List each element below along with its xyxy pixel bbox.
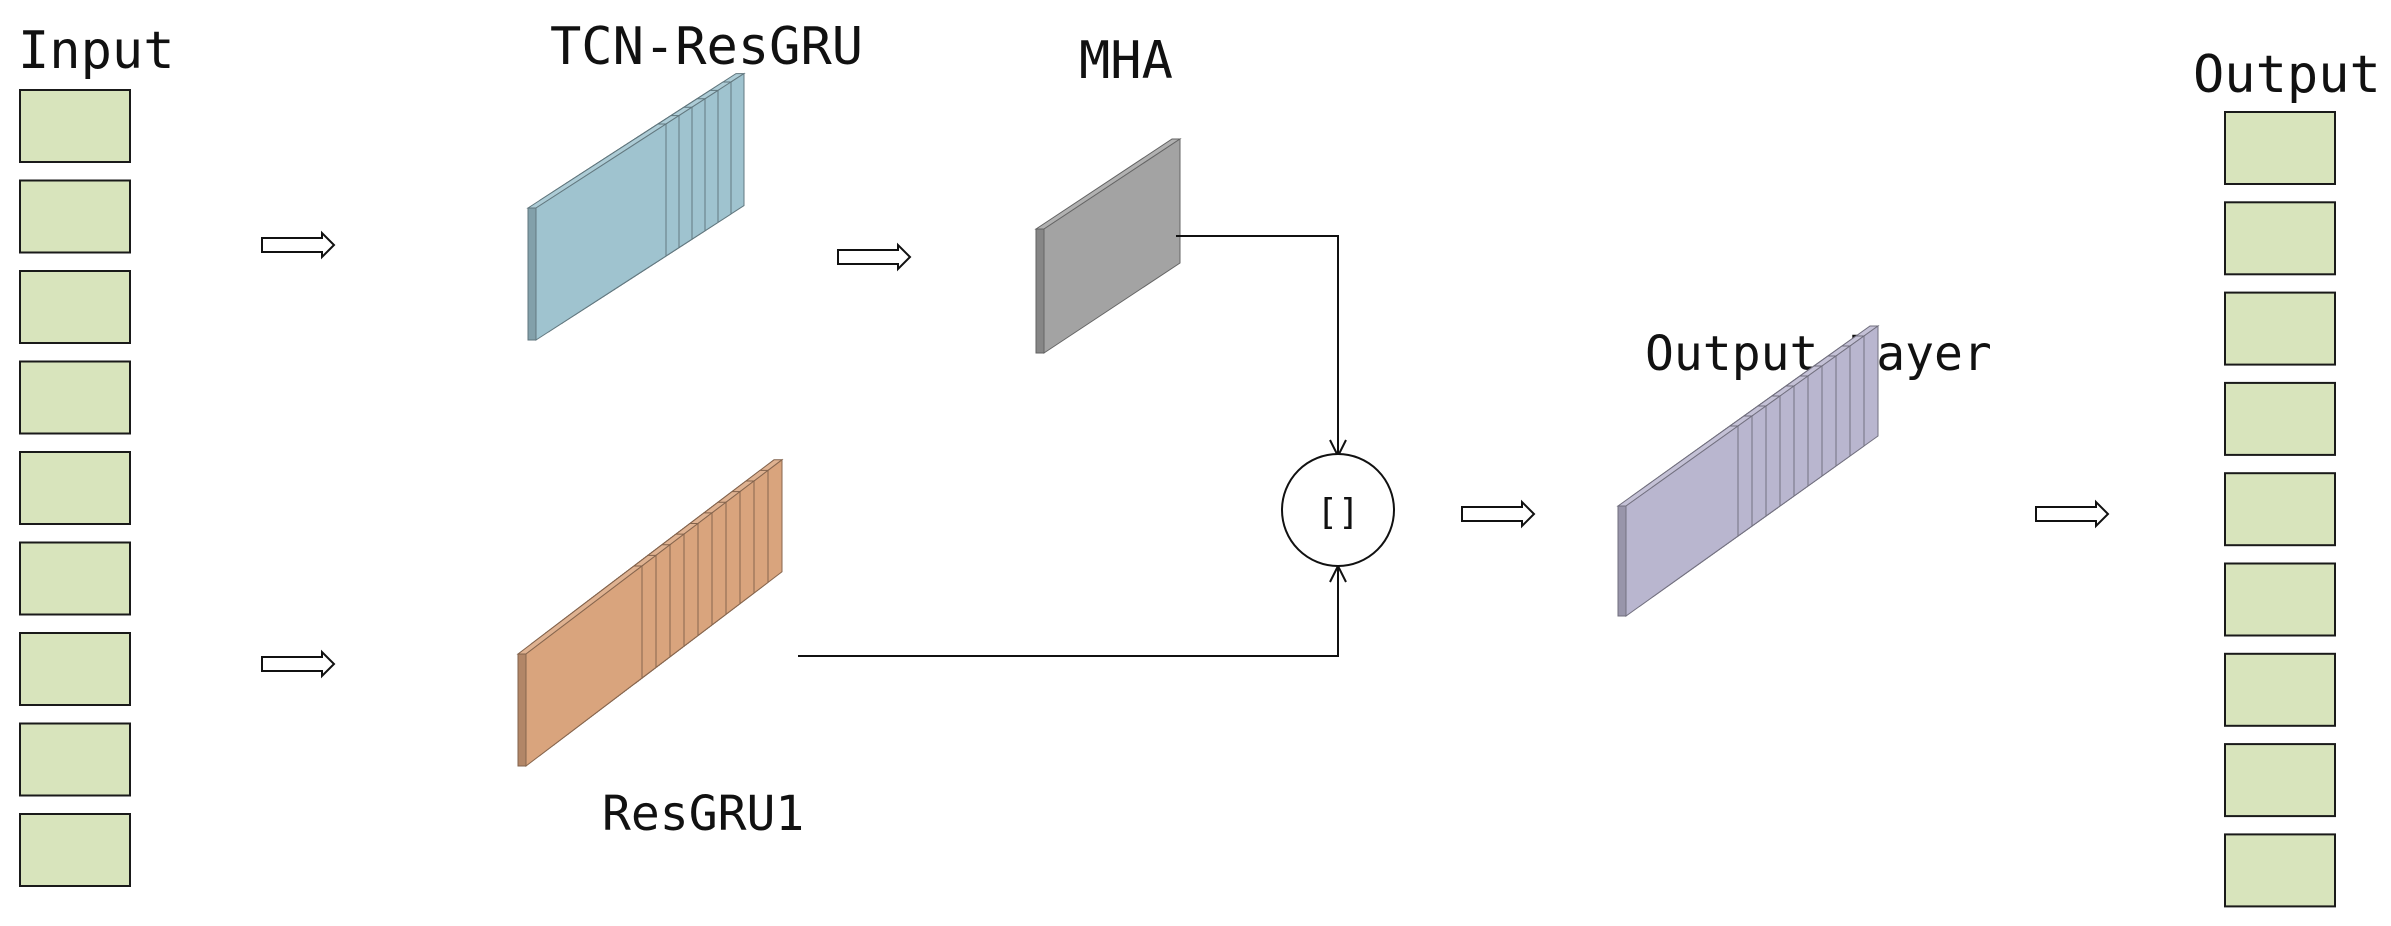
tcn-resgru-slice [535, 123, 667, 341]
output-token [2224, 111, 2336, 185]
output-token [2224, 743, 2336, 818]
tcn-resgru-block [526, 72, 746, 341]
output-layer-block [1616, 325, 1880, 617]
output-label: Output [2193, 45, 2381, 105]
output-token [2224, 201, 2336, 276]
input-token [19, 451, 131, 525]
resgru-to-concat-line [798, 566, 1338, 657]
input-token [19, 179, 131, 254]
output-sequence [2224, 111, 2336, 908]
input-token [19, 89, 131, 163]
outputlayer-to-output-arrow [2035, 499, 2110, 529]
resgru1-block [516, 458, 784, 768]
mha-block [1034, 138, 1182, 354]
mha-to-concat-line [1176, 235, 1338, 456]
input-token [19, 360, 131, 435]
input-token [19, 632, 131, 706]
input-token [19, 813, 131, 887]
tcn-resgru-label: TCN-ResGRU [550, 17, 863, 77]
output-layer-slice-edge [1617, 505, 1627, 617]
resgru1-label: ResGRU1 [602, 786, 804, 842]
input-label: Input [18, 21, 175, 81]
input-to-tcn-arrow [261, 230, 336, 260]
output-token [2224, 562, 2336, 637]
mha-slice [1043, 138, 1181, 354]
output-token [2224, 833, 2336, 908]
input-token [19, 541, 131, 616]
tcn-resgru-slice-edge [527, 207, 537, 341]
input-token [19, 270, 131, 344]
mha-label: MHA [1079, 31, 1173, 91]
concat-node [1281, 453, 1395, 567]
concat-symbol: [] [1316, 492, 1359, 533]
input-to-resgru-arrow [261, 649, 336, 679]
tcn-to-mha-arrow [837, 242, 912, 272]
output-token [2224, 472, 2336, 547]
output-layer-slice [1625, 425, 1739, 617]
mha-slice-edge [1035, 228, 1045, 354]
output-token [2224, 381, 2336, 456]
input-token [19, 722, 131, 797]
output-token [2224, 652, 2336, 727]
resgru1-slice-edge [517, 653, 527, 767]
resgru1-slice [525, 564, 643, 768]
input-sequence [19, 89, 131, 887]
concat-to-outputlayer-arrow [1461, 499, 1536, 529]
output-token [2224, 291, 2336, 366]
